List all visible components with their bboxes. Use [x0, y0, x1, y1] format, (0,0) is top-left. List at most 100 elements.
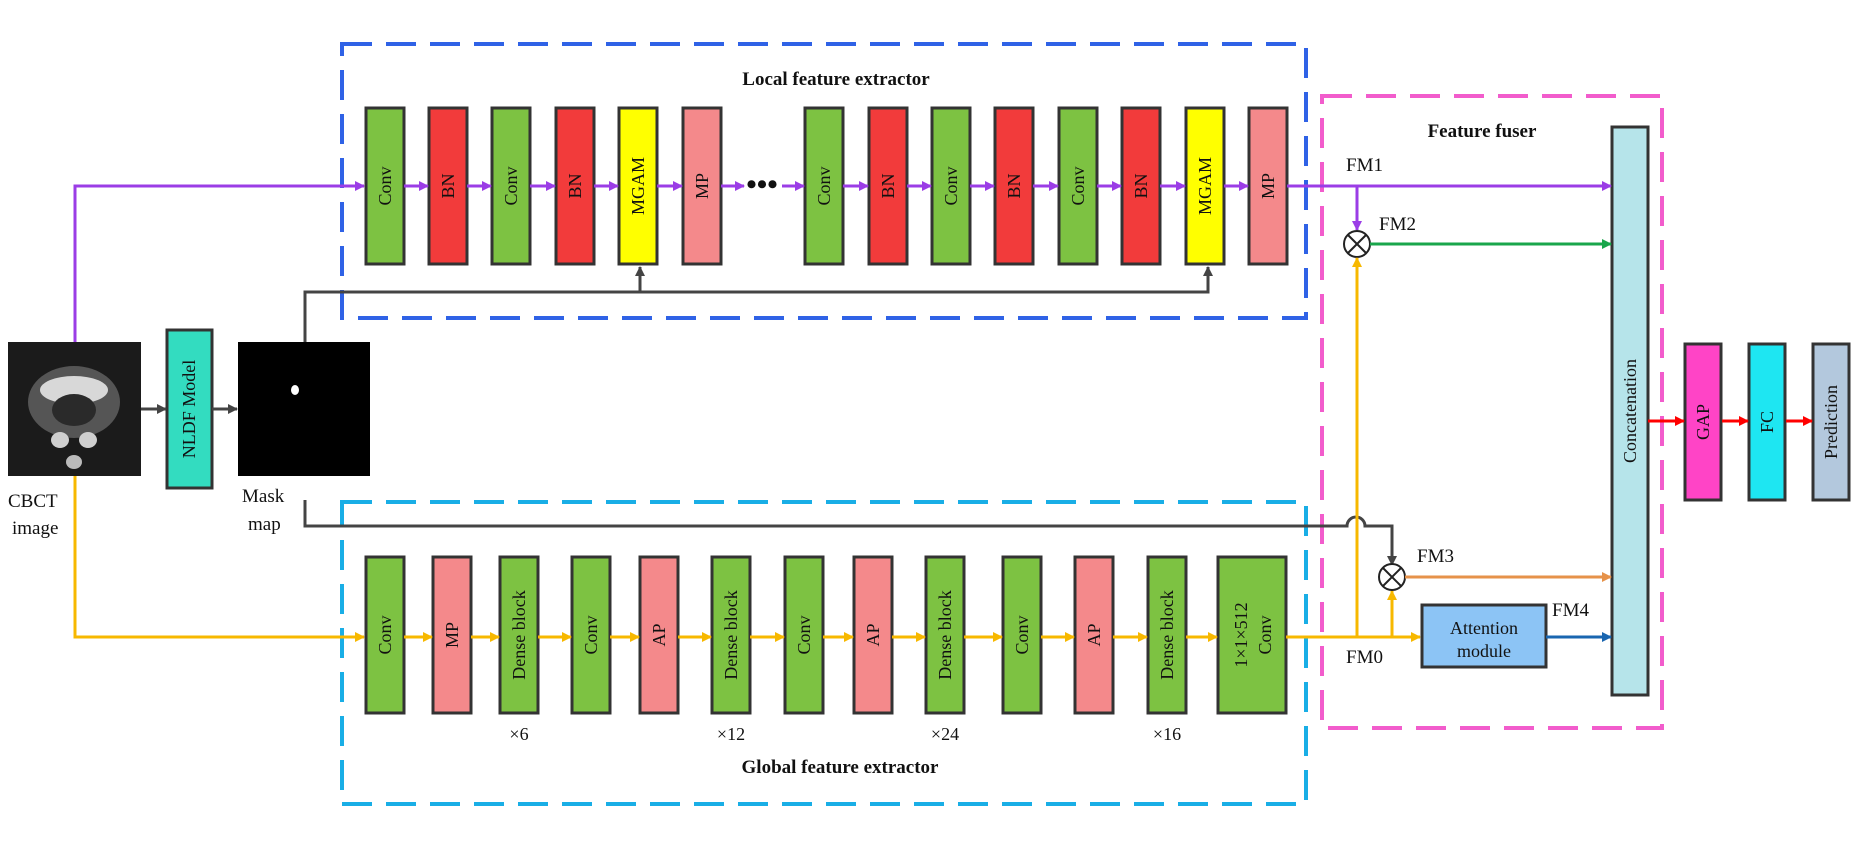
mask-label-line1: Mask	[242, 486, 285, 507]
local-block-conv-7: Conv	[803, 106, 845, 266]
block-label: Conv	[941, 166, 961, 205]
global-block-conv-7: Conv	[783, 555, 825, 715]
head-block-fc: FC	[1747, 342, 1787, 502]
block-label: FC	[1757, 411, 1777, 433]
local-block-bn-8: BN	[867, 106, 909, 266]
global-blocks: Conv MP Dense block Conv AP Dense block Conv AP…	[364, 555, 1288, 744]
attention-module: Attention module	[1420, 603, 1548, 669]
head-blocks: GAP FC Prediction	[1683, 342, 1851, 502]
global-extractor-title: Global feature extractor	[742, 757, 940, 778]
fm2-label: FM2	[1379, 214, 1416, 235]
block-label: BN	[1004, 173, 1024, 198]
mask-label-line2: map	[248, 514, 281, 535]
block-label: Conv	[814, 166, 834, 205]
local-block-mp-14: MP	[1247, 106, 1289, 266]
arrow-fm0-to-mult2	[1357, 590, 1397, 639]
block-label: BN	[565, 173, 585, 198]
arrow-mask-to-mgam	[303, 266, 1213, 342]
block-label: AP	[649, 623, 669, 646]
local-block-mp-6: MP	[681, 106, 723, 266]
global-block-dense-block-12: Dense block	[1146, 555, 1188, 715]
global-block-dense-block-3: Dense block	[498, 555, 540, 715]
ellipsis-dots: •••	[746, 168, 778, 201]
block-label: MP	[1258, 173, 1278, 199]
local-block-bn-12: BN	[1120, 106, 1162, 266]
svg-text:module: module	[1457, 641, 1511, 661]
nldf-model-block: NLDF Model	[165, 328, 214, 490]
local-block-mgam-13: MGAM	[1184, 106, 1226, 266]
global-block-dense-block-6: Dense block	[710, 555, 752, 715]
block-label: Conv	[1068, 166, 1088, 205]
global-extractor-frame	[340, 500, 1308, 806]
block-label: MP	[692, 173, 712, 199]
block-label: Dense block	[935, 590, 955, 679]
svg-text:Attention: Attention	[1450, 618, 1518, 638]
fm1-label: FM1	[1346, 155, 1383, 176]
global-block-conv-4: Conv	[570, 555, 612, 715]
arrow-mask-to-fm3	[303, 500, 1397, 566]
concatenation-block: Concatenation	[1610, 125, 1650, 697]
local-block-conv-1: Conv	[364, 106, 406, 266]
global-block-conv-10: Conv	[1001, 555, 1043, 715]
block-label: Conv	[794, 615, 814, 654]
block-label: AP	[863, 623, 883, 646]
mask-map-image	[238, 342, 370, 476]
arrow-cbct-to-global	[73, 476, 365, 642]
block-label: MGAM	[628, 157, 648, 215]
svg-text:Concatenation: Concatenation	[1620, 359, 1640, 463]
block-label: Conv	[375, 615, 395, 654]
block-label: Conv	[1255, 615, 1275, 654]
head-block-prediction: Prediction	[1811, 342, 1851, 502]
local-block-conv-11: Conv	[1057, 106, 1099, 266]
multiply-node-fm3	[1378, 563, 1406, 591]
block-label: GAP	[1693, 404, 1713, 440]
cbct-image	[8, 342, 141, 476]
dense-repeat-label: ×6	[509, 724, 528, 744]
block-label: Conv	[501, 166, 521, 205]
local-block-conv-9: Conv	[930, 106, 972, 266]
cbct-label-line1: CBCT	[8, 491, 58, 512]
block-label: Dense block	[1157, 590, 1177, 679]
feature-fuser-title: Feature fuser	[1428, 121, 1537, 142]
local-blocks: Conv BN Conv BN MGAM MP Conv BN Conv BN Conv BN MGAM…	[364, 106, 1289, 266]
block-label: Conv	[1012, 615, 1032, 654]
block-label: Dense block	[509, 590, 529, 679]
global-block-ap-11: AP	[1073, 555, 1115, 715]
dense-repeat-label: ×12	[717, 724, 745, 744]
svg-text:NLDF Model: NLDF Model	[179, 360, 199, 459]
local-block-mgam-5: MGAM	[617, 106, 659, 266]
head-block-gap: GAP	[1683, 342, 1723, 502]
block-label: MGAM	[1195, 157, 1215, 215]
block-label: BN	[878, 173, 898, 198]
cbct-label-line2: image	[12, 518, 58, 539]
dense-repeat-label: ×24	[931, 724, 959, 744]
block-label: AP	[1084, 623, 1104, 646]
block-label: Conv	[375, 166, 395, 205]
dense-repeat-label: ×16	[1153, 724, 1181, 744]
global-block-ap-8: AP	[852, 555, 894, 715]
multiply-node-fm2	[1343, 230, 1371, 258]
local-extractor-frame	[340, 42, 1308, 320]
fm4-label: FM4	[1552, 600, 1589, 621]
block-label: BN	[1131, 173, 1151, 198]
block-label: MP	[442, 622, 462, 648]
local-block-bn-10: BN	[993, 106, 1035, 266]
block-label: 1×1×512	[1231, 602, 1251, 667]
arrow-cbct-to-local	[73, 181, 365, 342]
global-block-ap-5: AP	[638, 555, 680, 715]
local-block-bn-4: BN	[554, 106, 596, 266]
fm3-label: FM3	[1417, 546, 1454, 567]
block-label: Dense block	[721, 590, 741, 679]
feature-fuser-frame	[1320, 94, 1664, 730]
local-extractor-title: Local feature extractor	[742, 69, 930, 90]
fm0-label: FM0	[1346, 647, 1383, 668]
block-label: BN	[438, 173, 458, 198]
local-block-conv-3: Conv	[490, 106, 532, 266]
block-label: Prediction	[1821, 385, 1841, 459]
global-block-conv-1: Conv	[364, 555, 406, 715]
local-block-bn-2: BN	[427, 106, 469, 266]
block-label: Conv	[581, 615, 601, 654]
global-block-mp-2: MP	[431, 555, 473, 715]
